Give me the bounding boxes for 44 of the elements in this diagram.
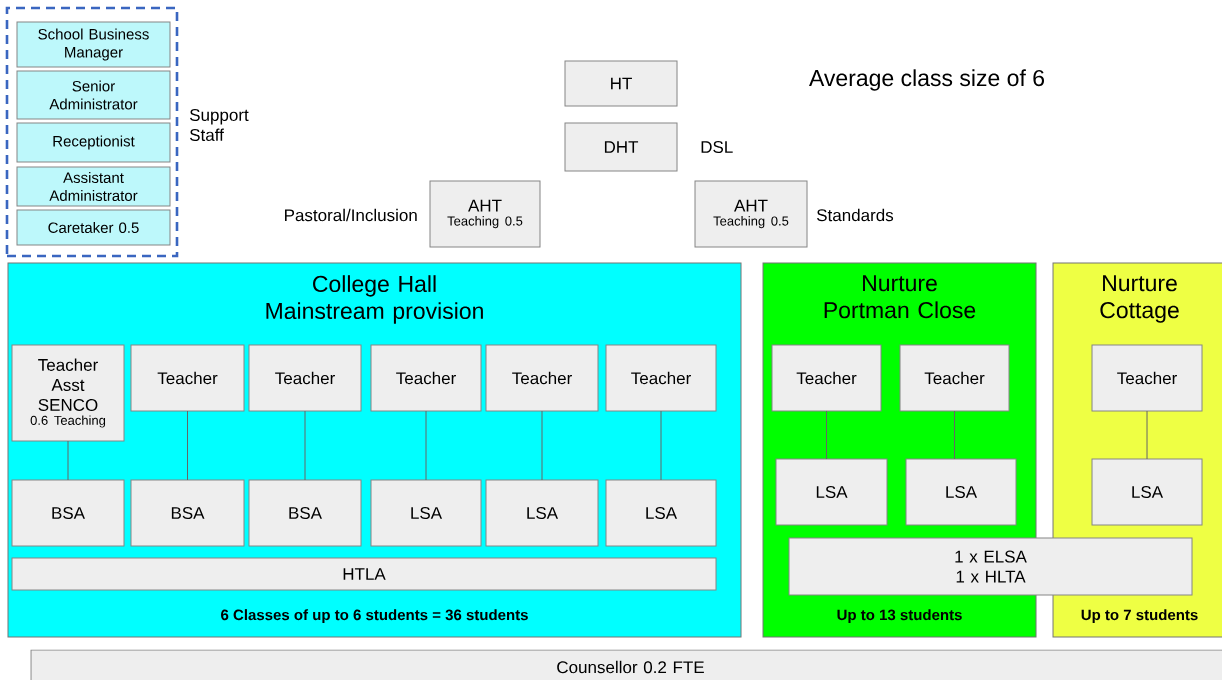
- role-box: BSA: [248, 479, 362, 547]
- node-label: Support Staff: [189, 108, 249, 142]
- connector-line: [425, 410, 427, 481]
- side-label: Standards: [817, 208, 894, 222]
- role-box: Teacher: [130, 344, 245, 412]
- staff-box: Assistant Administrator: [16, 166, 171, 207]
- role-box: BSA: [11, 479, 125, 547]
- role-box: DHT: [564, 122, 678, 172]
- role-box: Teacher Asst SENCO 0.6 Teaching: [11, 344, 125, 442]
- connector-line: [954, 410, 955, 460]
- connector-line: [541, 410, 543, 481]
- staff-box: School Business Manager: [16, 21, 171, 68]
- role-box: AHT Teaching 0.5: [694, 180, 808, 248]
- role-box: LSA: [605, 479, 717, 547]
- role-box: HT: [564, 60, 678, 107]
- role-box: Teacher: [248, 344, 362, 412]
- role-box: Teacher: [485, 344, 599, 412]
- connector-line: [660, 410, 662, 481]
- role-bar: Counsellor 0.2 FTE: [30, 649, 1222, 680]
- side-label: Pastoral/Inclusion: [285, 208, 417, 222]
- connector-line: [826, 410, 827, 460]
- role-box: LSA: [1091, 458, 1203, 526]
- role-box: Teacher: [771, 344, 882, 412]
- staff-box: Senior Administrator: [16, 70, 171, 120]
- role-box: Teacher: [899, 344, 1010, 412]
- staff-box: Caretaker 0.5: [16, 209, 171, 246]
- role-box: LSA: [370, 479, 482, 547]
- role-box: Teacher: [1091, 344, 1203, 412]
- connector-line: [1146, 410, 1148, 460]
- connector-line: [67, 440, 69, 481]
- staff-box: Receptionist: [16, 122, 171, 163]
- side-label: DSL: [701, 141, 733, 154]
- role-bar: 1 x ELSA 1 x HLTA: [788, 537, 1193, 596]
- role-box: Teacher: [605, 344, 717, 412]
- role-box: BSA: [130, 479, 245, 547]
- role-box: LSA: [485, 479, 599, 547]
- connector-line: [304, 410, 306, 481]
- role-box: AHT Teaching 0.5: [429, 180, 541, 248]
- connector-line: [187, 410, 188, 481]
- role-box: LSA: [775, 458, 888, 526]
- role-box: Teacher: [370, 344, 482, 412]
- note-text: Average class size of 6: [809, 69, 1044, 91]
- role-bar: HTLA: [11, 557, 717, 591]
- role-box: LSA: [905, 458, 1017, 526]
